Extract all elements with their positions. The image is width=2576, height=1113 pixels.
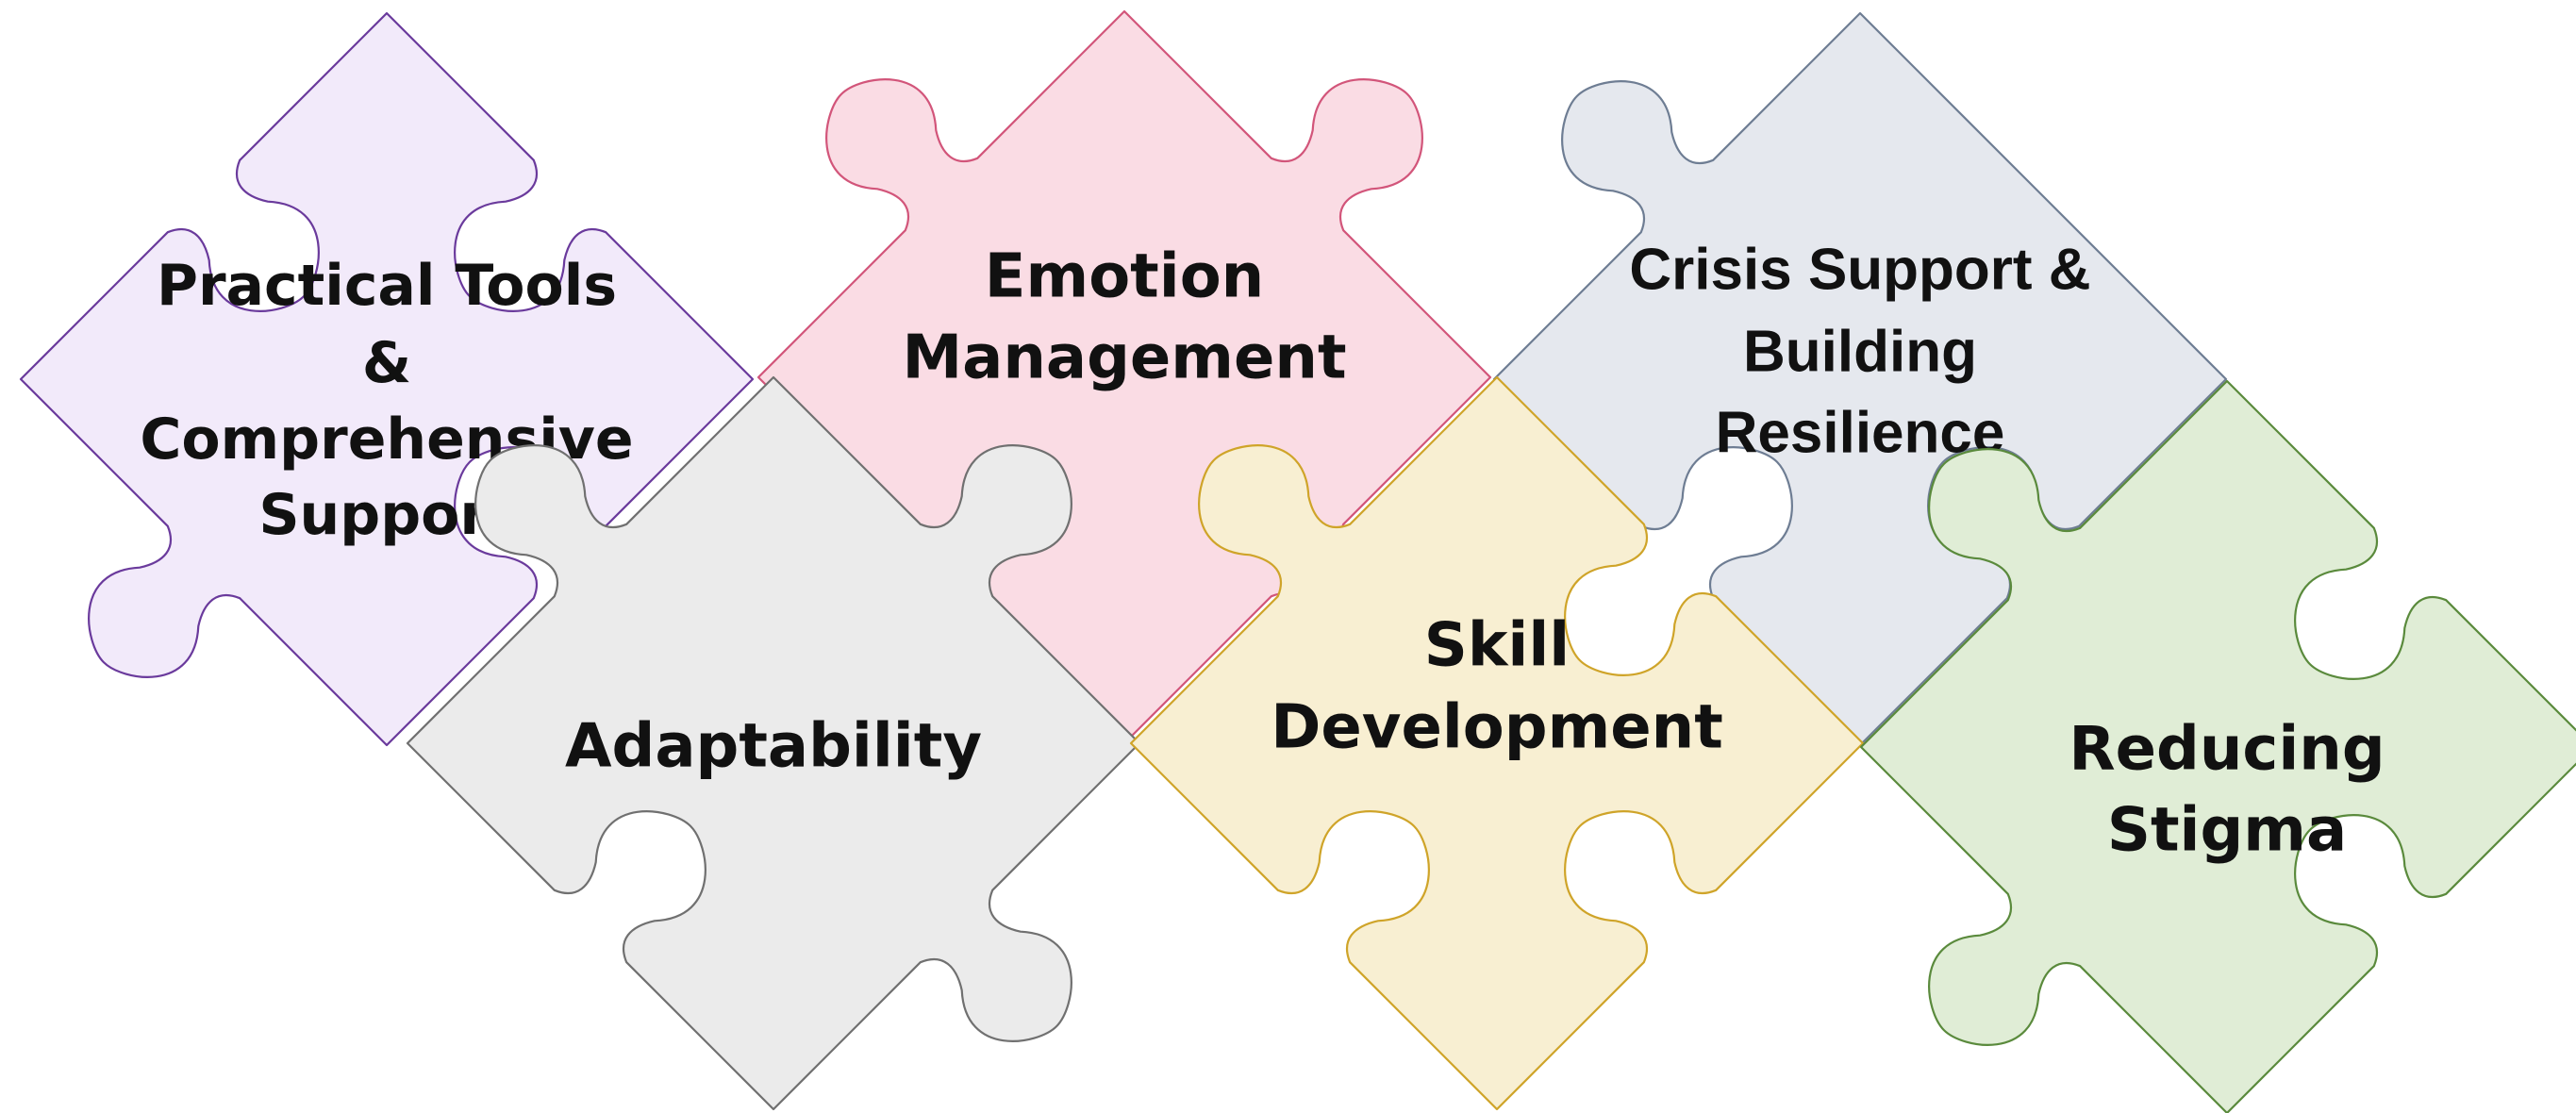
piece-crisis-support-shape <box>1492 11 2228 747</box>
piece-adaptability-shape <box>406 375 1141 1111</box>
piece-reducing-stigma-shape <box>1859 379 2576 1113</box>
piece-adaptability: Adaptability <box>406 375 1141 1111</box>
piece-adaptability-label: Adaptability <box>565 711 982 781</box>
piece-skill-development-shape <box>1129 375 1865 1111</box>
piece-practical-tools-shape <box>19 11 755 747</box>
